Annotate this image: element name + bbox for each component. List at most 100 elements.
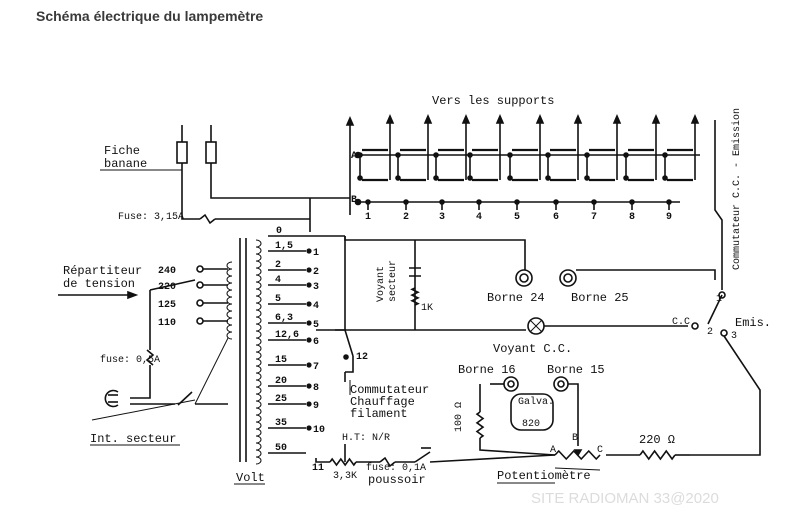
tap-number: 7 — [313, 362, 319, 373]
bus-b-number: 6 — [553, 212, 559, 223]
label-borne-15: Borne 15 — [547, 363, 605, 377]
resistor-220 — [639, 449, 676, 461]
support-arrow — [461, 113, 471, 124]
bus-b-number: 1 — [365, 212, 371, 223]
tap-number: 10 — [313, 425, 325, 436]
contact-node — [467, 152, 473, 158]
label-1k: 1K — [421, 303, 433, 314]
contact-node — [433, 152, 439, 158]
contact-node — [662, 152, 668, 158]
label-galva-value: 820 — [522, 419, 540, 430]
circuit-wiring — [58, 113, 761, 485]
lamp-cross — [529, 319, 543, 333]
label-voyant: Voyant — [376, 266, 387, 302]
wire-commutateur — [714, 120, 723, 290]
secondary-coil — [255, 456, 262, 465]
secondary-coil — [255, 407, 262, 416]
label-volt: Volt — [236, 471, 265, 485]
label-220-ohm: 220 Ω — [639, 433, 675, 447]
tap-number: 4 — [313, 301, 319, 312]
primary-coil — [226, 282, 233, 291]
wire-to-plug — [130, 365, 151, 399]
resistor-1k — [410, 287, 420, 306]
input-terminal — [196, 299, 204, 307]
fuse-01 — [379, 456, 396, 468]
input-voltage-label: 125 — [158, 300, 176, 311]
borne-24-inner — [519, 273, 529, 283]
label-borne-24: Borne 24 — [487, 291, 545, 305]
label-bus-a: A — [351, 151, 357, 162]
contact-node — [545, 152, 551, 158]
support-arrow — [345, 115, 355, 126]
tap-voltage: 25 — [275, 394, 287, 405]
page-title: Schéma électrique du lampemètre — [36, 8, 264, 24]
label-tap-11: 11 — [312, 463, 324, 474]
wire-plug-right — [210, 173, 350, 199]
mains-plug — [104, 389, 119, 408]
secondary-coil — [255, 330, 262, 339]
wire-tap11 — [315, 458, 330, 463]
bus-b-node — [439, 199, 445, 205]
galvanometer — [510, 393, 554, 431]
contact-node — [433, 175, 439, 181]
label-banane: banane — [104, 157, 147, 171]
secondary-coil — [255, 428, 262, 437]
tap-voltage: 35 — [275, 418, 287, 429]
secondary-coil — [255, 393, 262, 402]
bus-b-node — [591, 199, 597, 205]
tap-node — [306, 401, 312, 407]
fuse-main — [199, 213, 216, 225]
tap-number: 2 — [313, 267, 319, 278]
support-arrow — [423, 113, 433, 124]
pot-wiper — [573, 449, 583, 457]
borne-16 — [503, 376, 519, 392]
tap-number: 9 — [313, 401, 319, 412]
support-arrow — [573, 113, 583, 124]
arrow-head — [127, 290, 139, 300]
secondary-coil — [255, 267, 262, 276]
input-voltage-label: 240 — [158, 266, 176, 277]
tap-voltage: 2 — [275, 260, 281, 271]
resistor-100 — [475, 411, 485, 439]
pointer-int-secteur — [91, 399, 196, 421]
contact-node — [584, 152, 590, 158]
label-pot-c: C — [597, 445, 603, 456]
label-pot-a: A — [550, 445, 556, 456]
borne-16-inner — [507, 380, 515, 388]
label-voyant-cc: Voyant C.C. — [493, 342, 572, 356]
bus-b-node — [629, 199, 635, 205]
secondary-coil — [255, 365, 262, 374]
secondary-coil — [255, 239, 262, 248]
wire-12 — [345, 356, 354, 373]
tap-voltage: 12,6 — [275, 330, 299, 341]
contact-node — [623, 175, 629, 181]
wire-emission — [690, 335, 761, 456]
switch-cc-contact — [691, 322, 699, 330]
wire-100-pot — [479, 438, 556, 456]
tap-number: 3 — [313, 282, 319, 293]
label-bus-b: B — [351, 195, 357, 206]
bus-b-number: 2 — [403, 212, 409, 223]
contact-node — [357, 175, 363, 181]
label-fiche: Fiche — [104, 144, 140, 158]
wire-primary-return — [194, 337, 229, 405]
tap-node — [306, 282, 312, 288]
contact-node — [395, 152, 401, 158]
bus-b-node — [666, 199, 672, 205]
secondary-coil — [255, 323, 262, 332]
secondary-coil — [255, 337, 262, 346]
label-fuse-01: fuse: 0,1A — [366, 462, 426, 474]
support-arrow — [385, 113, 395, 124]
resistor-3-3k — [329, 457, 357, 467]
label-vers-les-supports: Vers les supports — [432, 94, 554, 108]
secondary-coil — [255, 344, 262, 353]
label-3-3k: 3,3K — [333, 471, 357, 482]
label-de-tension: de tension — [63, 277, 135, 291]
bus-b-number: 3 — [439, 212, 445, 223]
neon-lamp — [409, 267, 421, 277]
contact-node — [584, 175, 590, 181]
primary-coil — [226, 261, 233, 270]
primary-coil — [226, 331, 233, 340]
secondary-coil — [255, 288, 262, 297]
